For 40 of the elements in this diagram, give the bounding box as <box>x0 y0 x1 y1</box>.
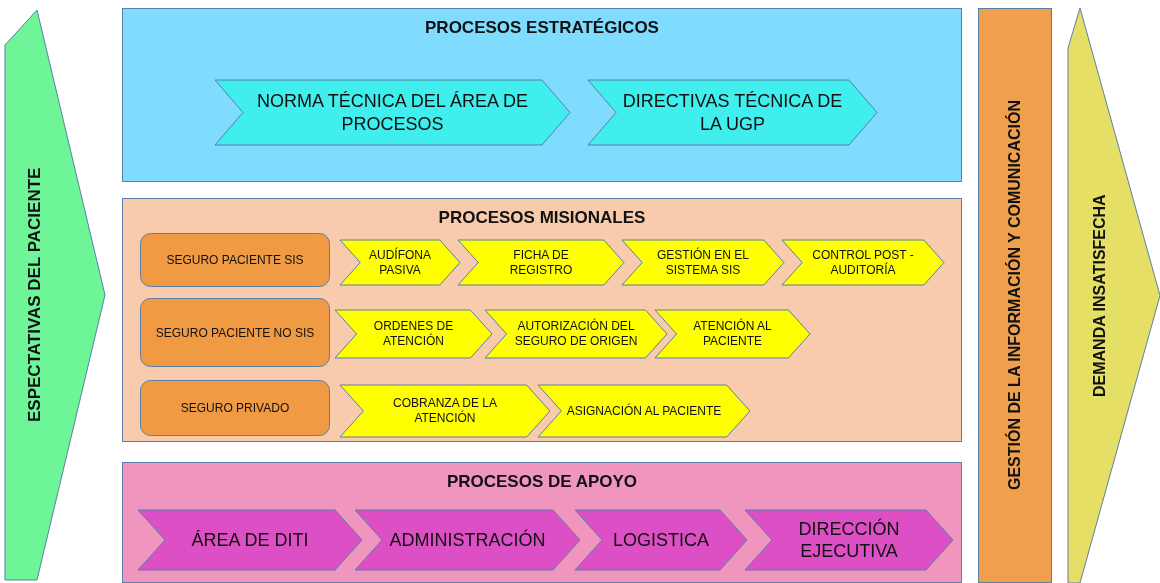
category-label: SEGURO PRIVADO <box>179 400 291 417</box>
process-label: DIRECTIVAS TÉCNICA DE LA UGP <box>621 90 844 136</box>
process-label: LOGISTICA <box>612 528 710 552</box>
process-label: GESTIÓN EN EL SISTEMA SIS <box>656 246 750 279</box>
category-label: SEGURO PACIENTE SIS <box>165 252 305 269</box>
side-arrow <box>1068 8 1160 583</box>
process-label: DIRECCIÓN EJECUTIVA <box>797 517 901 563</box>
process-label: ATENCIÓN AL PACIENTE <box>692 317 773 350</box>
process-label: CONTROL POST - AUDITORÍA <box>811 246 915 279</box>
process-label: ADMINISTRACIÓN <box>388 528 547 552</box>
process-label: COBRANZA DE LA ATENCIÓN <box>391 395 498 427</box>
panel-title: PROCESOS DE APOYO <box>446 472 638 493</box>
process-label: AUTORIZACIÓN DEL SEGURO DE ORIGEN <box>513 317 639 350</box>
process-panel <box>122 462 962 583</box>
category-box <box>140 233 330 287</box>
process-label: ORDENES DE ATENCIÓN <box>372 318 455 350</box>
category-label: SEGURO PACIENTE NO SIS <box>154 324 316 342</box>
vertical-bar <box>978 8 1052 583</box>
category-box <box>140 380 330 436</box>
chevron-shape <box>340 240 460 285</box>
process-label: AUDÍFONA PASIVA <box>368 246 432 279</box>
process-panel <box>122 8 962 182</box>
chevron-shape <box>655 310 810 358</box>
vertical-label: GESTIÓN DE LA INFORMACIÓN Y COMUNICACIÓN <box>1004 99 1024 493</box>
chevron-shape <box>575 510 747 570</box>
side-arrow <box>5 10 105 580</box>
panel-title: PROCESOS MISIONALES <box>438 208 646 229</box>
panel-title: PROCESOS ESTRATÉGICOS <box>425 18 659 39</box>
process-panel <box>122 198 962 442</box>
category-box <box>140 298 330 367</box>
process-label: FICHA DE REGISTRO <box>508 246 574 279</box>
chevron-shape <box>335 310 492 358</box>
process-label: ASIGNACIÓN AL PACIENTE <box>565 402 723 420</box>
process-label: NORMA TÉCNICA DEL ÁREA DE PROCESOS <box>255 90 530 136</box>
vertical-label: DEMANDA INSATISFECHA <box>1090 193 1109 399</box>
process-label: ÁREA DE DITI <box>190 528 310 552</box>
vertical-label: ESPECTATIVAS DEL PACIENTE <box>24 166 45 425</box>
chevron-shape <box>588 80 877 145</box>
chevron-shape <box>215 80 570 145</box>
chevron-shape <box>745 510 953 570</box>
